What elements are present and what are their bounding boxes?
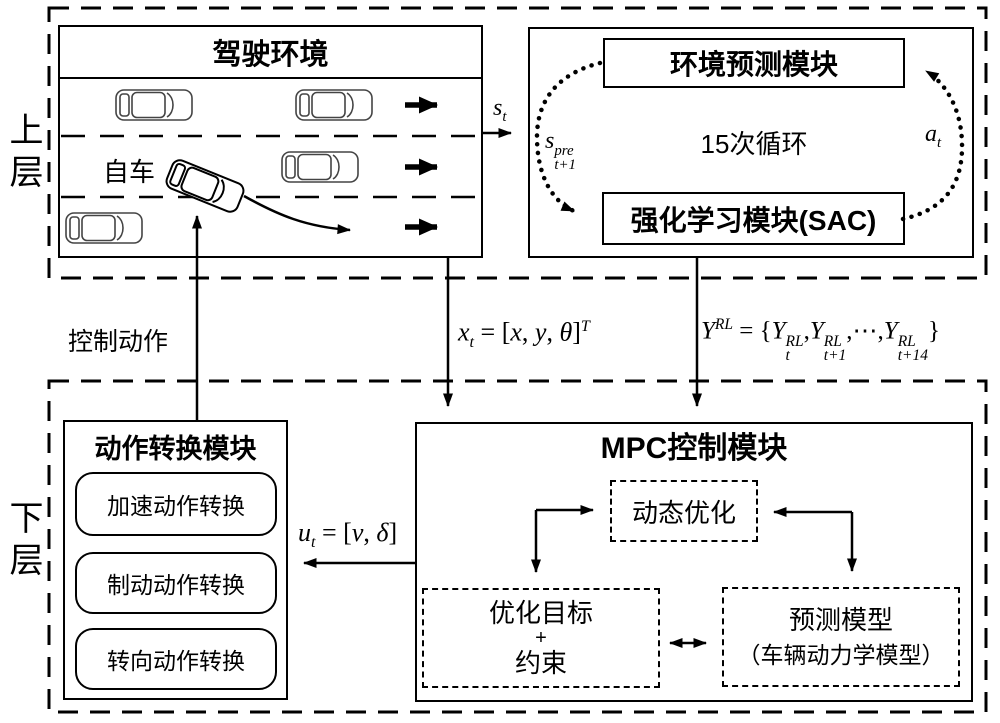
dynamic-optimization-box: 动态优化 [610, 480, 758, 542]
ut-formula: ut = [v, δ] [298, 518, 398, 552]
objective-line: 优化目标 [488, 597, 593, 628]
env-prediction-module-box: 环境预测模块 [603, 38, 905, 88]
objective-constraint-box: 优化目标 + 约束 [422, 588, 660, 688]
lower-layer-label: 下层 [4, 500, 42, 584]
prediction-model-line: 预测模型 [788, 604, 893, 635]
driving-env-box: 驾驶环境 [58, 25, 483, 258]
upper-layer-boundary [47, 6, 988, 280]
constraint-line: 约束 [514, 648, 567, 678]
rl-module-box: 强化学习模块(SAC) [602, 192, 905, 245]
action-conversion-title: 动作转换模块 [94, 433, 257, 464]
brake-conversion-item: 制动动作转换 [75, 552, 277, 614]
mpc-title: MPC控制模块 [600, 432, 788, 465]
ego-vehicle-label: 自车 [103, 157, 156, 187]
at-label: at [925, 121, 942, 151]
lower-layer-boundary [47, 379, 988, 714]
accel-conversion-item: 加速动作转换 [75, 472, 277, 536]
action-conversion-box: 动作转换模块 加速动作转换 制动动作转换 转向动作转换 [63, 420, 288, 700]
mpc-box: MPC控制模块 [415, 422, 973, 702]
steer-conversion-item: 转向动作转换 [75, 628, 277, 690]
xt-formula: xt = [x, y, θ]T [458, 317, 590, 351]
control-action-label: 控制动作 [68, 328, 169, 356]
upper-layer-label: 上层 [4, 112, 42, 196]
plus-sign: + [535, 627, 547, 649]
prediction-loop-box [528, 27, 974, 258]
cycle-count-label: 15次循环 [700, 129, 808, 159]
prediction-model-box: 预测模型 （车辆动力学模型） [722, 587, 960, 687]
cycle-arc-right [900, 68, 965, 222]
cycle-arc-left [534, 60, 603, 214]
driving-env-title: 驾驶环境 [60, 27, 481, 79]
vehicle-dynamics-line: （车辆动力学模型） [737, 641, 945, 668]
trajectory-arrow [243, 194, 351, 235]
st-label: st [493, 95, 507, 125]
